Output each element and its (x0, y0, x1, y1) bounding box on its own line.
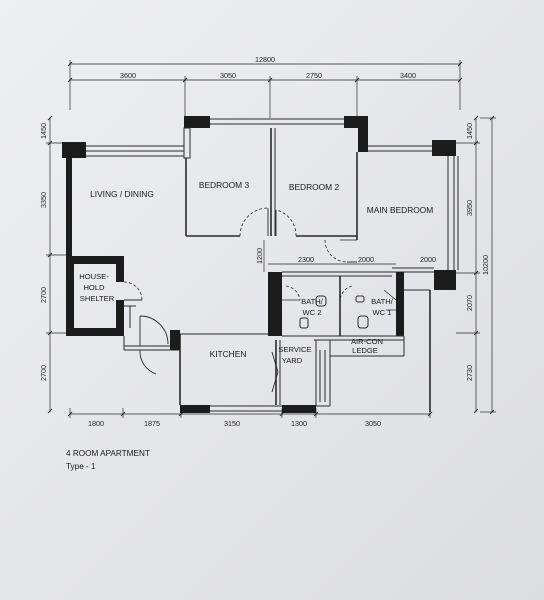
dim-bottom-5: 3050 (365, 419, 381, 428)
dim-top-2: 3050 (220, 71, 236, 80)
top-dimension-overall: 12800 (67, 55, 463, 110)
door-swings (123, 207, 357, 393)
dim-overall-width: 12800 (255, 55, 275, 64)
label-aircon-ledge-1: AIR-CON (351, 337, 383, 346)
right-dimension-chain: 1450 3950 2070 2730 (456, 115, 480, 414)
label-bath-2-2: WC 2 (303, 308, 322, 317)
dim-top-1: 3600 (120, 71, 136, 80)
dim-right-4: 2730 (465, 365, 474, 381)
inner-dimensions: 1200 2300 2000 2000 (255, 240, 436, 272)
dim-inner-2000b: 2000 (420, 255, 436, 264)
label-aircon-ledge-2: LEDGE (352, 346, 378, 355)
left-dimension-chain: 1450 3350 2700 2700 (39, 115, 72, 414)
dim-overall-height: 10200 (481, 255, 490, 275)
dim-left-2: 3350 (39, 192, 48, 208)
caption-subtitle: Type - 1 (66, 462, 96, 471)
dim-inner-1200: 1200 (255, 248, 264, 264)
interior-walls (66, 128, 434, 405)
dim-top-4: 3400 (400, 71, 416, 80)
dim-left-1: 1450 (39, 123, 48, 139)
dim-bottom-3: 3150 (224, 419, 240, 428)
label-shelter-3: SHELTER (80, 294, 115, 303)
dim-right-2: 3950 (465, 200, 474, 216)
dim-top-3: 2750 (306, 71, 322, 80)
label-kitchen: KITCHEN (210, 349, 247, 359)
label-living-dining: LIVING / DINING (90, 189, 154, 199)
label-shelter-2: HOLD (83, 283, 105, 292)
dim-left-4: 2700 (39, 365, 48, 381)
label-bath-1-1: BATH/ (371, 297, 394, 306)
label-main-bedroom: MAIN BEDROOM (367, 205, 434, 215)
caption-title: 4 ROOM APARTMENT (66, 449, 150, 458)
label-bath-2-1: BATH/ (301, 297, 324, 306)
dim-bottom-1: 1800 (88, 419, 104, 428)
right-dimension-overall: 10200 (480, 115, 496, 415)
dim-right-1: 1450 (465, 123, 474, 139)
label-service-yard-1: SERVICE (278, 345, 311, 354)
label-service-yard-2: YARD (282, 356, 303, 365)
dim-bottom-4: 1300 (291, 419, 307, 428)
dim-right-3: 2070 (465, 295, 474, 311)
bottom-dimension-chain: 1800 1875 3150 1300 3050 (67, 408, 433, 428)
dim-inner-2000a: 2000 (358, 255, 374, 264)
plan-caption: 4 ROOM APARTMENT Type - 1 (66, 449, 150, 471)
label-bath-1-2: WC 1 (373, 308, 392, 317)
dim-bottom-2: 1875 (144, 419, 160, 428)
label-bedroom-2: BEDROOM 2 (289, 182, 340, 192)
label-bedroom-3: BEDROOM 3 (199, 180, 250, 190)
top-dimension-chain: 3600 3050 2750 3400 (67, 71, 463, 118)
room-labels: LIVING / DINING BEDROOM 3 BEDROOM 2 MAIN… (79, 180, 433, 365)
label-shelter-1: HOUSE- (79, 272, 109, 281)
dim-left-3: 2700 (39, 287, 48, 303)
bathroom-fixtures (282, 289, 397, 329)
exterior-walls (62, 116, 459, 413)
dim-inner-2300: 2300 (298, 255, 314, 264)
